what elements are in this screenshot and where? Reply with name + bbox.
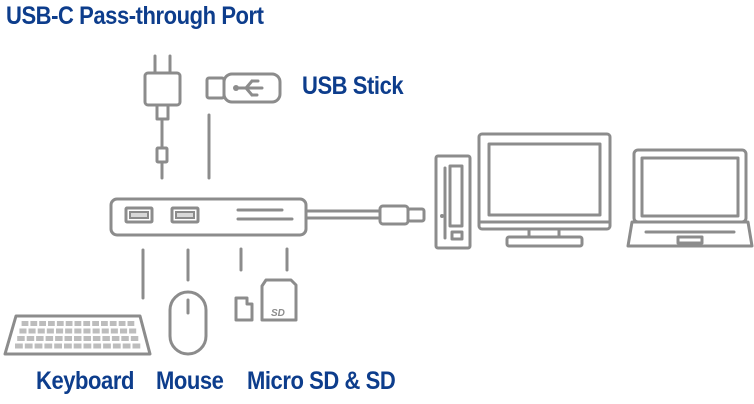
keyboard-key [112,343,121,349]
keyboard-key [132,343,141,349]
keyboard-key [83,328,91,334]
keyboard-key [37,328,45,334]
keyboard-key [65,328,73,334]
keyboard-key [74,321,82,326]
monitor-icon [477,132,612,248]
keyboard-key [74,328,82,334]
keyboard-icon [3,314,152,356]
usb-c-cable [304,204,426,226]
label-mouse: Mouse [156,367,224,395]
keyboard-key [44,343,53,349]
keyboard-key [48,321,55,326]
usb-hub-icon [109,197,308,237]
keyboard-key [28,328,36,334]
mouse-icon [168,290,208,356]
keyboard-key [64,336,72,341]
keyboard-key [93,343,102,349]
keyboard-key [19,328,27,334]
keyboard-key [92,328,100,334]
keyboard-key [45,336,54,341]
power-adapter-icon [143,54,182,180]
keyboard-key [92,336,101,341]
desktop-tower-icon [434,154,472,250]
keyboard-key [65,321,73,326]
keyboard-key [24,343,33,349]
keyboard-key [130,336,139,341]
keyboard-key [101,321,108,326]
keyboard-key [121,336,129,341]
keyboard-key [46,328,54,334]
keyboard-key [39,321,46,326]
laptop-icon [626,148,754,248]
keyboard-key [55,336,63,341]
usb-stick-icon [205,72,282,180]
keyboard-key [127,321,135,326]
keyboard-key [110,328,118,334]
keyboard-key [92,321,99,326]
keyboard-key [73,343,82,349]
keyboard-key [102,336,110,341]
label-usb-stick: USB Stick [302,72,404,100]
keyboard-key [129,328,137,334]
keyboard-key [118,321,126,326]
keyboard-key [30,321,38,326]
keyboard-key [56,328,64,334]
sd-card-icon: SD [260,278,298,322]
keyboard-key [15,343,23,349]
label-usbc-passthrough-port: USB-C Pass-through Port [6,2,264,30]
keyboard-key [64,343,72,349]
keyboard-key [34,343,43,349]
keyboard-key [109,321,117,326]
keyboard-key [122,343,131,349]
label-micro-sd-and-sd: Micro SD & SD [247,367,396,395]
keyboard-key [83,321,91,326]
keyboard-key [54,343,62,349]
keyboard-key [21,321,29,326]
svg-text:SD: SD [271,308,285,319]
keyboard-key [103,343,111,349]
keyboard-key [17,336,25,341]
keyboard-key [26,336,35,341]
label-keyboard: Keyboard [36,367,134,395]
keyboard-key [36,336,44,341]
keyboard-key [120,328,128,334]
keyboard-key [111,336,120,341]
keyboard-key [83,336,91,341]
keyboard-key [101,328,109,334]
keyboard-key [74,336,82,341]
keyboard-key [56,321,64,326]
keyboard-key [83,343,92,349]
micro-sd-card-icon [234,296,254,322]
